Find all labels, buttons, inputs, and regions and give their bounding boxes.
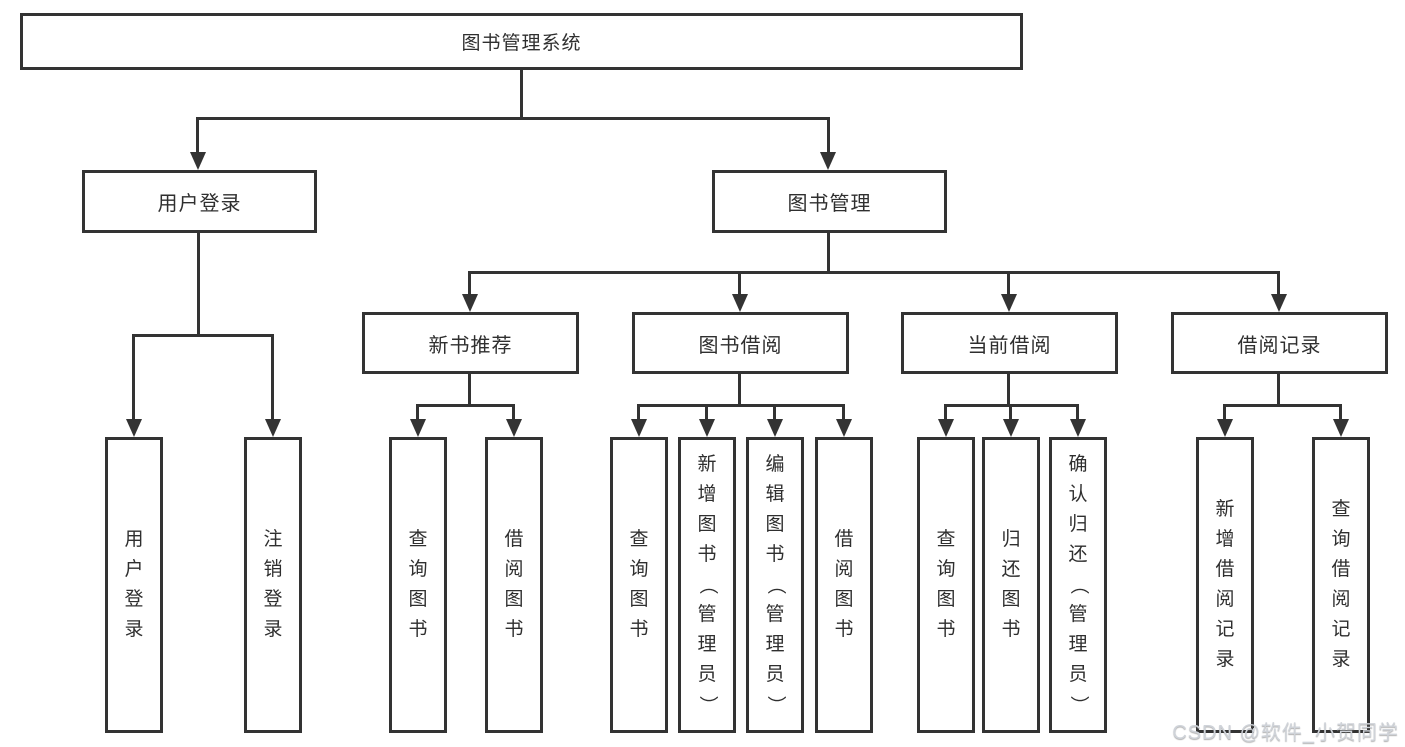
edge-user-login-stem: [197, 232, 200, 336]
edge-book-borrow-branch: [637, 404, 845, 407]
edge-borrow-records-branch: [1223, 404, 1342, 407]
leaf-borrow-books-2: 借阅图书: [815, 437, 873, 733]
edge-new-books-branch: [416, 404, 515, 407]
arrowhead-br-add: [1217, 419, 1233, 437]
arrowhead-nb-borrow: [506, 419, 522, 437]
edge-level2-branch: [468, 271, 1280, 274]
arrowhead-current-borrow: [1001, 294, 1017, 312]
node-user-login: 用户登录: [82, 170, 317, 233]
edge-user-login-branch: [132, 334, 274, 337]
edge-drop-nb-borrow: [512, 404, 515, 420]
edge-root-stem: [520, 68, 523, 119]
edge-drop-br-query: [1339, 404, 1342, 420]
arrowhead-book-borrow: [732, 294, 748, 312]
arrowhead-book-mgmt: [820, 152, 836, 170]
watermark: CSDN @软件_小贺同学: [1172, 722, 1399, 744]
edge-drop-bb-add: [705, 404, 708, 420]
edge-drop-br-add: [1223, 404, 1226, 420]
node-book-management: 图书管理: [712, 170, 947, 233]
edge-book-borrow-stem: [738, 372, 741, 407]
node-borrow-records: 借阅记录: [1171, 312, 1388, 374]
leaf-return-books: 归还图书: [982, 437, 1040, 733]
arrowhead-borrow-records: [1271, 294, 1287, 312]
edge-drop-book-mgmt: [827, 117, 830, 155]
arrowhead-leaf-user-login: [126, 419, 142, 437]
leaf-add-borrow-record: 新增借阅记录: [1196, 437, 1254, 733]
leaf-add-books-admin: 新增图书（管理员）: [678, 437, 736, 733]
edge-drop-new-books: [468, 271, 471, 295]
edge-book-mgmt-stem: [827, 232, 830, 274]
edge-current-borrow-stem: [1007, 372, 1010, 407]
edge-borrow-records-stem: [1277, 372, 1280, 407]
arrowhead-cb-query: [938, 419, 954, 437]
edge-drop-leaf-user-login: [132, 334, 135, 420]
leaf-query-borrow-record: 查询借阅记录: [1312, 437, 1370, 733]
leaf-edit-books-admin: 编辑图书（管理员）: [746, 437, 804, 733]
arrowhead-br-query: [1333, 419, 1349, 437]
node-book-borrow: 图书借阅: [632, 312, 849, 374]
node-current-borrow: 当前借阅: [901, 312, 1118, 374]
leaf-user-login: 用户登录: [105, 437, 163, 733]
arrowhead-new-books: [462, 294, 478, 312]
edge-new-books-stem: [468, 372, 471, 407]
edge-drop-current-borrow: [1007, 271, 1010, 295]
edge-drop-cb-query: [944, 404, 947, 420]
edge-drop-bb-edit: [773, 404, 776, 420]
edge-level1-branch: [196, 117, 830, 120]
arrowhead-cb-confirm: [1070, 419, 1086, 437]
leaf-query-books-3: 查询图书: [917, 437, 975, 733]
edge-drop-leaf-logout: [271, 334, 274, 420]
arrowhead-cb-return: [1003, 419, 1019, 437]
arrowhead-nb-query: [410, 419, 426, 437]
edge-drop-cb-confirm: [1076, 404, 1079, 420]
edge-drop-bb-borrow: [842, 404, 845, 420]
arrowhead-bb-borrow: [836, 419, 852, 437]
node-root: 图书管理系统: [20, 13, 1023, 70]
edge-drop-bb-query: [637, 404, 640, 420]
leaf-confirm-return-admin: 确认归还（管理员）: [1049, 437, 1107, 733]
edge-drop-cb-return: [1009, 404, 1012, 420]
edge-drop-nb-query: [416, 404, 419, 420]
arrowhead-bb-add: [699, 419, 715, 437]
arrowhead-bb-edit: [767, 419, 783, 437]
leaf-query-books-2: 查询图书: [610, 437, 668, 733]
edge-drop-book-borrow: [738, 271, 741, 295]
arrowhead-leaf-logout: [265, 419, 281, 437]
edge-drop-borrow-records: [1277, 271, 1280, 295]
leaf-logout: 注销登录: [244, 437, 302, 733]
edge-drop-user-login: [196, 117, 199, 155]
leaf-borrow-books-1: 借阅图书: [485, 437, 543, 733]
node-new-book-recommend: 新书推荐: [362, 312, 579, 374]
arrowhead-user-login: [190, 152, 206, 170]
arrowhead-bb-query: [631, 419, 647, 437]
leaf-query-books-1: 查询图书: [389, 437, 447, 733]
